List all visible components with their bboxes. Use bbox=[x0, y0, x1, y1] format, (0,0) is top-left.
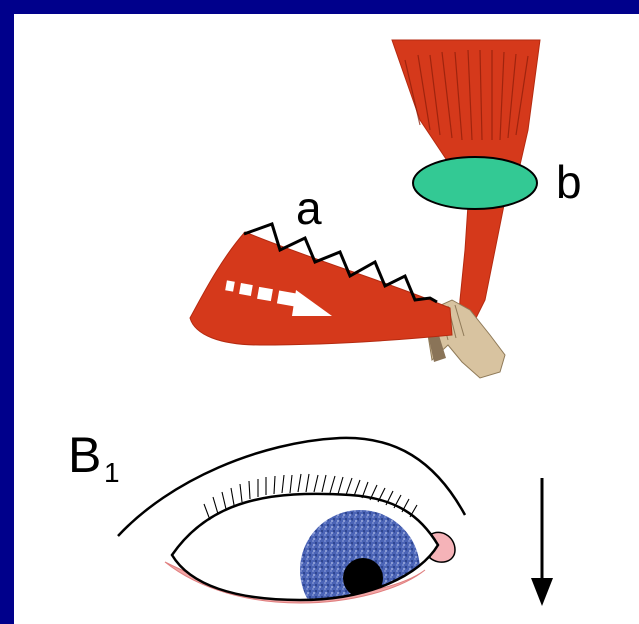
label-a: a bbox=[296, 182, 322, 234]
label-b: b bbox=[556, 156, 582, 208]
label-b1-main: B bbox=[68, 427, 101, 483]
band-b-ellipse bbox=[413, 157, 537, 209]
label-b1-sub: 1 bbox=[104, 457, 120, 488]
arrow-down-icon bbox=[531, 478, 553, 606]
eye-drawing bbox=[118, 438, 465, 624]
